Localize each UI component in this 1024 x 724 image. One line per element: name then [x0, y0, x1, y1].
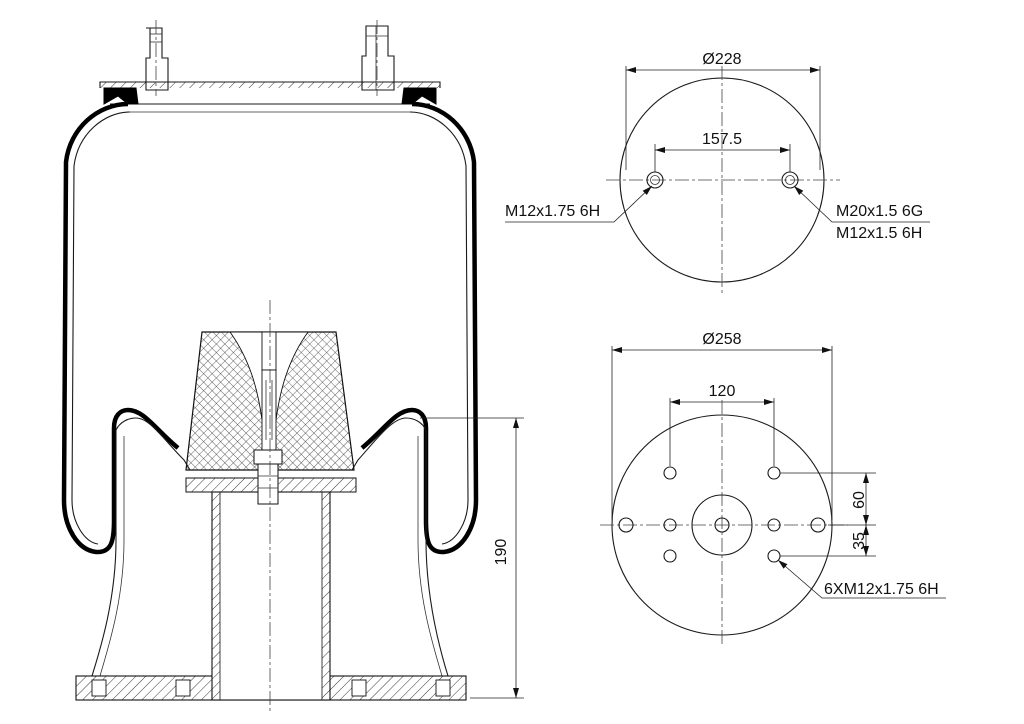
side-view: 190 [61, 20, 524, 712]
top-stud-right [361, 25, 395, 91]
height-dimension: 190 [420, 417, 524, 699]
crimp-ring-left [103, 87, 139, 105]
top-view: Ø228 157.5 M12x1.75 6H M20x1.5 6G M12x1.… [505, 51, 930, 296]
bottom-vertical-dim-60: 60 [851, 491, 868, 509]
crimp-ring-right [401, 87, 437, 105]
top-right-thread-label-2: M12x1.5 6H [836, 225, 922, 242]
top-stud-left [145, 27, 169, 91]
height-label: 190 [493, 539, 510, 566]
top-diameter-label: Ø228 [702, 51, 741, 68]
top-plate [99, 81, 441, 113]
bottom-hole-pattern [618, 466, 826, 563]
bottom-view: Ø258 120 60 35 6XM12x1.75 6H [600, 331, 946, 646]
bottom-hole-spacing-label: 120 [709, 383, 736, 400]
bottom-vertical-dim-35: 35 [851, 532, 868, 550]
bellows-outline [61, 101, 180, 555]
bottom-hole-note: 6XM12x1.75 6H [824, 581, 939, 598]
piston [75, 417, 467, 701]
top-hole-spacing-label: 157.5 [702, 131, 742, 148]
bottom-center-bore [691, 494, 753, 556]
top-right-thread-label-1: M20x1.5 6G [836, 203, 923, 220]
top-left-thread-label: M12x1.75 6H [505, 203, 600, 220]
bottom-diameter-label: Ø258 [702, 331, 741, 348]
